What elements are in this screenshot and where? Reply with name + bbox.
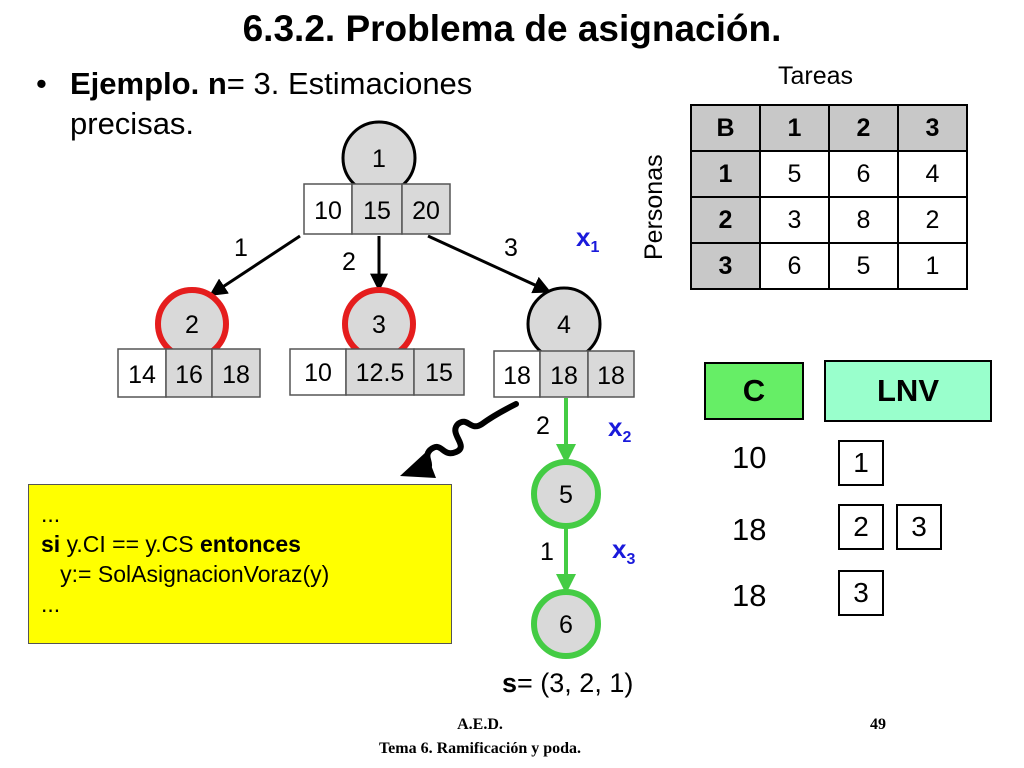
slide-title: 6.3.2. Problema de asignación.: [242, 8, 782, 49]
table-column-label: Tareas: [778, 62, 854, 90]
node-label: 3: [372, 311, 386, 339]
node-label: 6: [559, 611, 573, 639]
node-bounds: 10 15 20: [303, 183, 451, 235]
code-line: ...: [41, 591, 61, 617]
level-variable-label: x3: [612, 534, 635, 568]
cost-table-row-header: 3: [690, 242, 761, 290]
edge-label: 2: [342, 248, 356, 276]
page-number: 49: [870, 716, 886, 733]
cost-table-row-header: 1: [690, 150, 761, 198]
cost-table-col-header: 2: [828, 104, 899, 152]
wavy-arrow-icon: [421, 401, 519, 473]
node-label: 2: [185, 311, 199, 339]
table-row: 3 6 5 1: [690, 242, 968, 290]
edge-label: 2: [536, 412, 550, 440]
bound-cs: 20: [412, 197, 440, 225]
cost-table-cell: 5: [759, 150, 830, 198]
bound-ci: 14: [128, 361, 156, 389]
cost-table-cell: 6: [759, 242, 830, 290]
node-bounds: 10 12.5 15: [289, 348, 465, 396]
lnv-item: 3: [838, 570, 884, 616]
bound-be: 12.5: [356, 359, 405, 387]
edge-label: 3: [504, 234, 518, 262]
level-variable-label: x1: [576, 222, 599, 256]
cost-table-header-row: B 1 2 3: [690, 104, 968, 152]
level-variable-label: x2: [608, 412, 631, 446]
code-keyword: entonces: [199, 531, 301, 557]
code-line: y:= SolAsignacionVoraz(y): [41, 561, 330, 587]
cost-table-cell: 2: [897, 196, 968, 244]
footer-course: A.E.D.: [457, 716, 503, 733]
lnv-item: 3: [896, 504, 942, 550]
node-label: 4: [557, 311, 571, 339]
tree-edge: [208, 234, 301, 296]
bound-cs: 18: [222, 361, 250, 389]
bound-be: 18: [550, 362, 578, 390]
edge-label: 1: [540, 538, 554, 566]
code-condition: y.CI == y.CS: [60, 531, 200, 557]
cost-table: B 1 2 3 1 5 6 4 2 3 8 2 3 6 5 1: [690, 104, 968, 290]
bound-ci: 10: [304, 359, 332, 387]
c-value: 10: [732, 440, 767, 475]
cost-table-cell: 1: [897, 242, 968, 290]
bound-cs: 18: [597, 362, 625, 390]
cost-table-cell: 4: [897, 150, 968, 198]
bound-ci: 10: [314, 197, 342, 225]
node-label: 5: [559, 481, 573, 509]
bullet-line2: precisas.: [70, 106, 195, 141]
footer-topic: Tema 6. Ramificación y poda.: [378, 740, 582, 757]
bullet-bold-label: Ejemplo.: [70, 66, 200, 101]
pseudocode-box: ... si y.CI == y.CS entonces y:= SolAsig…: [28, 484, 452, 644]
cost-table-col-header: 1: [759, 104, 830, 152]
cost-table-col-header: 3: [897, 104, 968, 152]
node-bounds: 14 16 18: [117, 348, 261, 398]
c-value: 18: [732, 578, 767, 613]
lnv-item: 2: [838, 504, 884, 550]
edge-label: 1: [234, 234, 248, 262]
c-value: 18: [732, 512, 767, 547]
cost-table-cell: 6: [828, 150, 899, 198]
tree-node-solution: [531, 589, 601, 659]
code-line: si y.CI == y.CS entonces: [41, 529, 451, 559]
table-row: 2 3 8 2: [690, 196, 968, 244]
code-line: ...: [41, 501, 61, 527]
wavy-arrow-head-icon: [400, 452, 436, 478]
bullet-rest: = 3. Estimaciones: [226, 66, 473, 101]
lnv-item: 1: [838, 440, 884, 486]
bullet-symbol: •: [36, 66, 47, 101]
cost-table-cell: 5: [828, 242, 899, 290]
bound-cs: 15: [425, 359, 453, 387]
cost-table-cell: 3: [759, 196, 830, 244]
bound-be: 15: [363, 197, 391, 225]
table-row: 1 5 6 4: [690, 150, 968, 198]
node-bounds: 18 18 18: [493, 350, 635, 398]
bullet-text: Ejemplo. n= 3. Estimaciones precisas.: [70, 64, 610, 144]
cost-table-row-header: 2: [690, 196, 761, 244]
node-label: 1: [372, 145, 386, 173]
solution-text: s= (3, 2, 1): [502, 668, 633, 698]
c-header: C: [704, 362, 804, 420]
cost-table-corner: B: [690, 104, 761, 152]
bound-ci: 18: [503, 362, 531, 390]
tree-edge: [427, 234, 552, 294]
cost-table-cell: 8: [828, 196, 899, 244]
bullet-n-label: n: [207, 66, 227, 101]
code-keyword: si: [41, 531, 61, 557]
bound-be: 16: [175, 361, 203, 389]
lnv-header: LNV: [824, 360, 992, 422]
tree-node-solution: [531, 459, 601, 529]
